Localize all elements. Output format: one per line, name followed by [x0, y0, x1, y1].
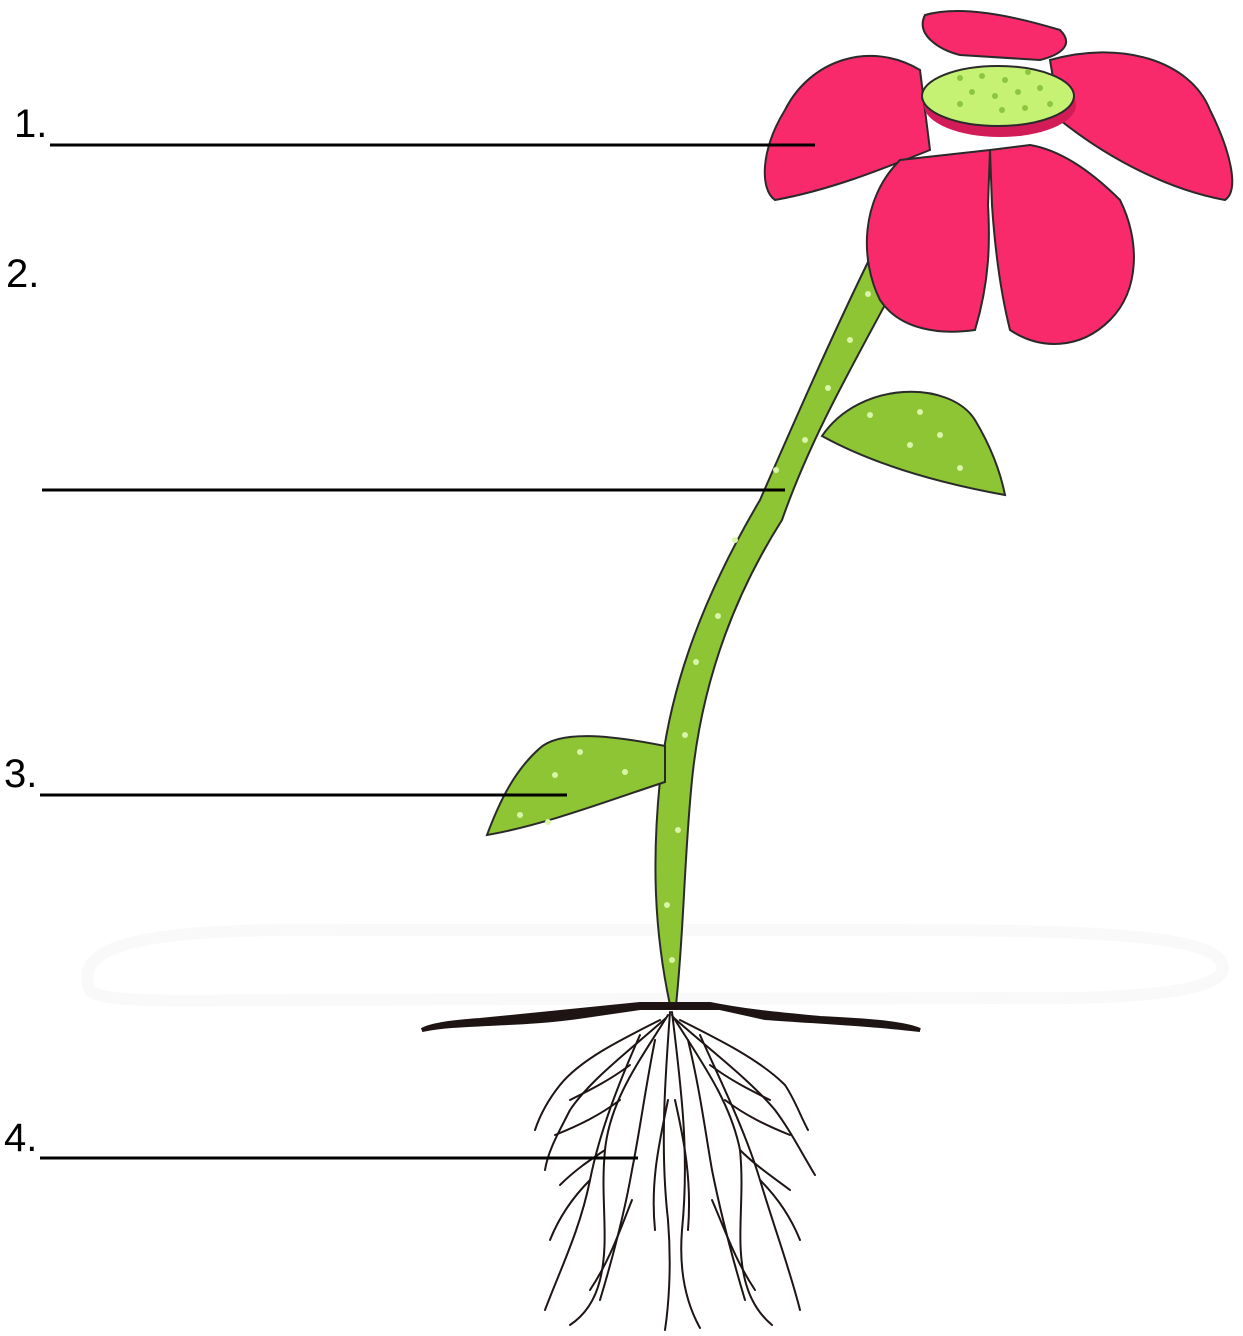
dot — [773, 467, 779, 473]
dot — [682, 732, 688, 738]
label-number-1: 1. — [14, 104, 47, 144]
dot — [622, 769, 628, 775]
dot — [1015, 89, 1021, 95]
dot — [517, 812, 523, 818]
dot — [847, 337, 853, 343]
label-number-4: 4. — [4, 1118, 37, 1158]
roots — [535, 1012, 815, 1330]
dot — [545, 819, 551, 825]
dot — [825, 385, 831, 391]
dot — [917, 409, 923, 415]
dot — [1047, 101, 1053, 107]
soil-line — [422, 1004, 920, 1030]
dot — [957, 75, 963, 81]
leaf-lower — [487, 736, 665, 835]
dot — [577, 749, 583, 755]
dot — [669, 957, 675, 963]
dot — [802, 437, 808, 443]
stem — [655, 262, 893, 1005]
dot — [907, 442, 913, 448]
dot — [969, 89, 975, 95]
dot — [1002, 77, 1008, 83]
dot — [992, 93, 998, 99]
dot — [979, 73, 985, 79]
dot — [675, 827, 681, 833]
dot — [865, 291, 871, 297]
dot — [937, 432, 943, 438]
dot — [552, 772, 558, 778]
dot — [957, 101, 963, 107]
dot — [1037, 85, 1043, 91]
dot — [1022, 105, 1028, 111]
dot — [999, 107, 1005, 113]
label-number-3: 3. — [4, 754, 37, 794]
dot — [715, 613, 721, 619]
dot — [732, 537, 738, 543]
dot — [867, 412, 873, 418]
dot — [693, 659, 699, 665]
dot — [664, 902, 670, 908]
stem-dots — [664, 291, 871, 963]
flower-head — [765, 11, 1232, 344]
label-number-2: 2. — [6, 254, 39, 294]
dot — [1025, 69, 1031, 75]
ground-shadow — [87, 930, 1223, 1001]
leaf-upper — [822, 392, 1005, 495]
dot — [957, 465, 963, 471]
